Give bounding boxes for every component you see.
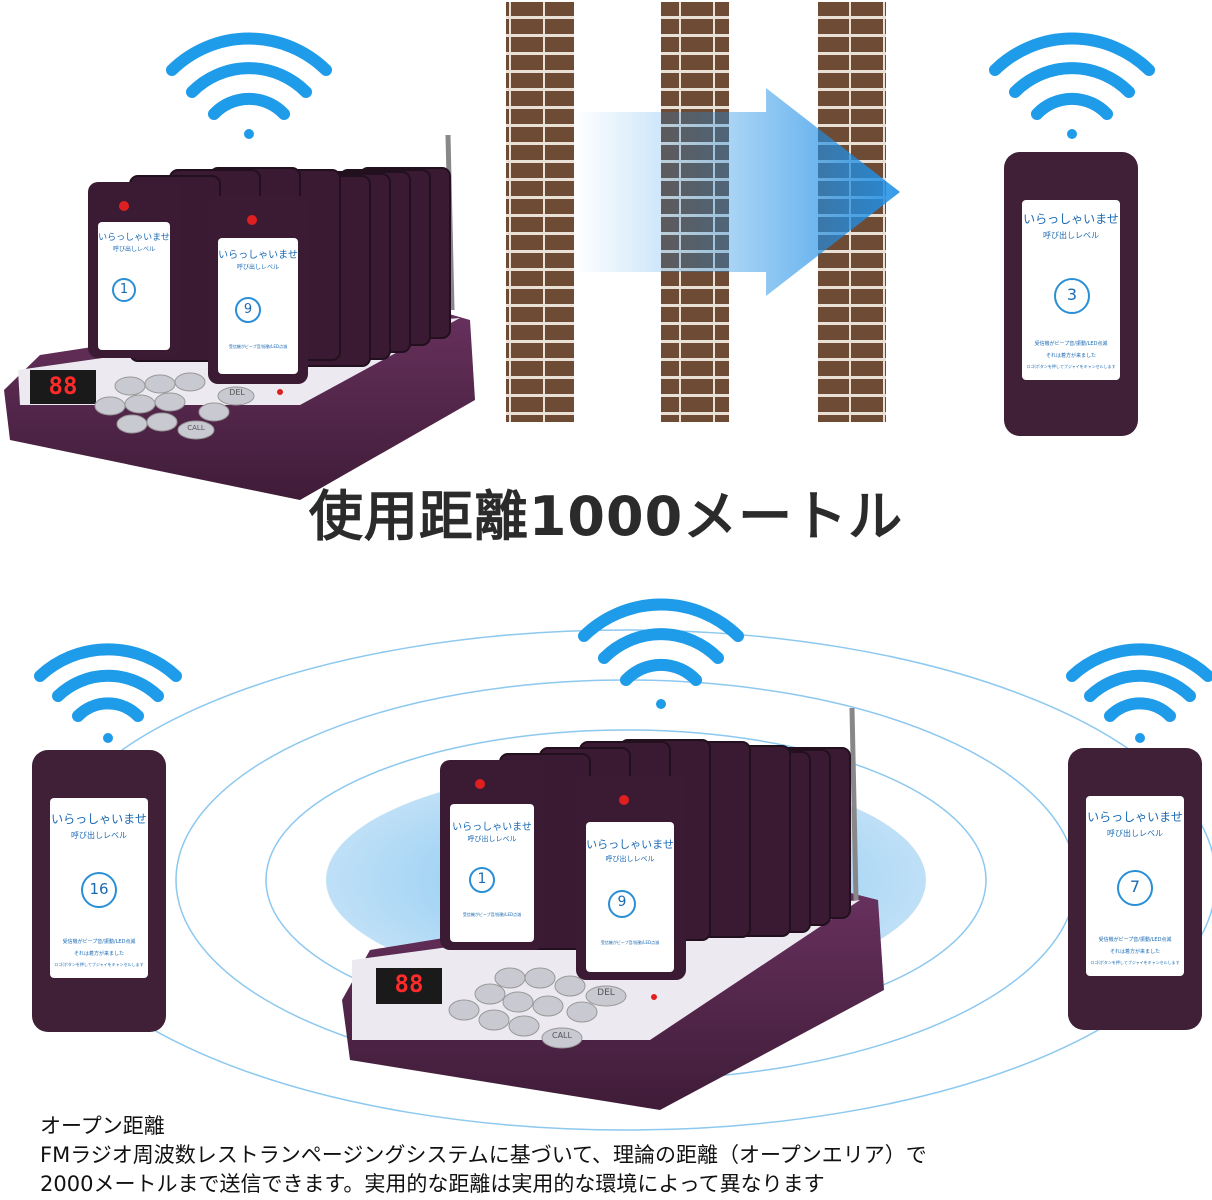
pager-welcome: いらっしゃいませ [218,250,298,261]
receiver-small-text: それは着方が来ました [73,951,124,957]
receiver-level: 呼び出しレベル [71,831,127,840]
key-call-label: CALL [552,1031,572,1040]
receiver-welcome: いらっしゃいませ [1023,212,1119,226]
pager-level: 呼び出しレベル [605,855,655,863]
receiver-number: 16 [89,880,109,898]
status-led [277,389,283,395]
wall-1 [506,2,574,422]
wifi-icon [166,32,332,139]
pager-level: 呼び出しレベル [236,264,279,271]
caption-line-2: 2000メートルまで送信できます。実用的な距離は実用的な環境によって異なります [40,1172,825,1196]
signal-arrow [574,88,900,296]
led-display [376,968,442,1004]
wifi-icon [1066,643,1212,743]
caption: オープン距離 FMラジオ周波数レストランページングシステムに基づいて、理論の距離… [40,1112,1200,1199]
caption-title: オープン距離 [40,1114,165,1138]
receiver-small-text: それは着方が来ました [1109,949,1160,955]
receiver-small-text: 受信機がビープ音/振動/LED点滅 [1034,341,1108,347]
receiver-level: 呼び出しレベル [1107,829,1163,838]
key-del-label: DEL [229,388,245,397]
headline: 使用距離1000メートル [308,485,904,548]
pager-level: 呼び出しレベル [112,246,155,253]
wifi-icon [578,598,744,709]
pager-welcome: いらっしゃいませ [586,838,674,851]
led-display-value: 88 [394,970,424,998]
pager-front-left [88,182,180,358]
key-del-label: DEL [597,988,615,998]
led-display [30,370,96,404]
receiver-small-text: ロゴ(ボタンを押してブジャイをキャンセルします [1026,364,1116,369]
pager-number: 1 [477,871,487,887]
key-call-label: CALL [187,424,205,432]
pager-front-right [576,776,686,980]
led-display-value: 88 [48,372,78,400]
receiver-pager [1068,748,1202,1030]
pager-small-text: 受信機がビープ音/振動/LED点滅 [600,940,660,945]
receiver-small-text: ロゴ(ボタンを押してブジャイをキャンセルします [1090,960,1180,965]
pager-level: 呼び出しレベル [467,835,517,843]
receiver-welcome: いらっしゃいませ [51,812,147,826]
pager-welcome: いらっしゃいませ [452,822,532,833]
receiver-small-text: ロゴ(ボタンを押してブジャイをキャンセルします [54,962,144,967]
receiver-pager [1004,152,1138,436]
pager-number: 9 [617,894,627,910]
receiver-small-text: それは着方が来ました [1045,353,1096,359]
receiver-welcome: いらっしゃいませ [1087,810,1183,824]
receiver-small-text: 受信機がビープ音/振動/LED点滅 [62,939,136,945]
pager-number: 9 [243,302,253,317]
pager-small-text: 受信機がビープ音/振動/LED点滅 [228,344,288,349]
keypad [448,967,627,1049]
receiver-level: 呼び出しレベル [1043,231,1099,240]
receiver-pager [32,750,166,1032]
receiver-small-text: 受信機がビープ音/振動/LED点滅 [1098,937,1172,943]
pager-front-left [440,760,544,950]
pager-small-text: 受信機がビープ音/振動/LED点滅 [462,912,522,917]
wifi-icon [34,643,182,743]
pager-front-right [208,196,308,384]
keypad [94,372,255,440]
receiver-number: 3 [1066,285,1078,304]
receiver-number: 7 [1129,877,1141,896]
pager-welcome: いらっしゃいませ [98,233,170,243]
antenna [849,707,859,901]
status-led [651,994,657,1000]
caption-line-1: FMラジオ周波数レストランページングシステムに基づいて、理論の距離（オープンエリ… [40,1143,927,1167]
pager-number: 1 [119,282,129,297]
wifi-icon [989,32,1155,139]
